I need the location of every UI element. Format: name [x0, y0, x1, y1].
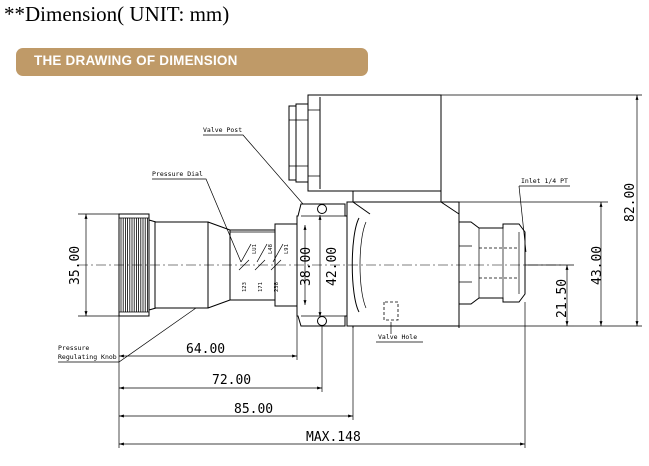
- dimension-85: 85.00: [119, 402, 353, 418]
- pressure-dial-marks: 123 171 238 LU1 L48 L91: [238, 243, 290, 292]
- callouts: Valve Post Pressure Dial Inlet 1/4 PT Va…: [58, 126, 570, 363]
- pressure-knob-label-2: Regulating Knob: [58, 353, 117, 361]
- page-title: **Dimension( UNIT: mm): [4, 2, 230, 26]
- dial-mark-238: 238: [274, 282, 280, 292]
- dial-mark-123: 123: [242, 282, 248, 292]
- dimension-64: 64.00: [119, 342, 297, 358]
- section-banner-label: THE DRAWING OF DIMENSION: [34, 53, 238, 68]
- valve-body: [296, 190, 460, 328]
- dimension-35: 35.00: [68, 213, 119, 317]
- inlet-label: Inlet 1/4 PT: [521, 177, 568, 185]
- dimension-43: 43.00: [459, 201, 608, 327]
- dim-35-text: 35.00: [68, 246, 83, 285]
- dim-72-text: 72.00: [212, 373, 251, 388]
- dim-82-text: 82.00: [623, 183, 638, 222]
- dimension-max-148: MAX.148: [119, 430, 525, 446]
- valve-hole-outline: [383, 301, 399, 321]
- dial-mark-l91: L91: [284, 244, 290, 254]
- dimension-72: 72.00: [119, 373, 322, 390]
- pressure-knob-label-1: Pressure: [58, 344, 89, 352]
- solenoid-coil: [288, 94, 442, 192]
- valve-hole-label: Valve Hole: [378, 333, 417, 341]
- dim-max-text: MAX.148: [306, 430, 361, 445]
- dial-mark-l48: L48: [268, 244, 274, 254]
- dial-mark-171: 171: [258, 282, 264, 292]
- inlet-fitting: [459, 221, 526, 305]
- dim-64-text: 64.00: [186, 342, 225, 357]
- dim-43-text: 43.00: [590, 246, 605, 285]
- section-banner: [16, 48, 368, 76]
- dial-mark-lu1: LU1: [252, 244, 258, 254]
- dim-85-text: 85.00: [234, 402, 273, 417]
- dimension-42: 42.00: [318, 215, 340, 317]
- dim-21-5-text: 21.50: [555, 279, 570, 318]
- dimension-38: 38.00: [299, 225, 314, 305]
- valve-post-label: Valve Post: [203, 126, 242, 134]
- extension-lines: [118, 302, 526, 448]
- dim-42-text: 42.00: [325, 247, 340, 286]
- dimension-21-5: 21.50: [459, 264, 574, 327]
- pressure-dial-label: Pressure Dial: [152, 170, 203, 178]
- dim-38-text: 38.00: [299, 247, 314, 286]
- dimension-82: 82.00: [441, 94, 642, 327]
